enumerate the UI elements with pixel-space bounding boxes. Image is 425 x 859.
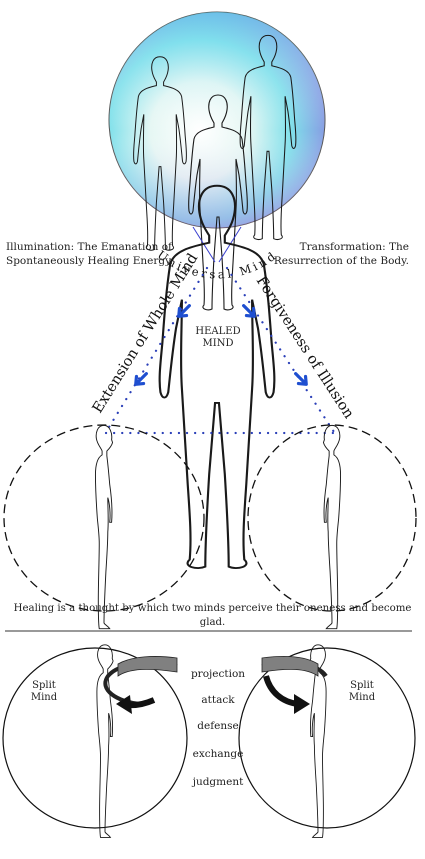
dashed-circle-right — [247, 424, 417, 630]
split-mind-right-label: Split Mind — [342, 680, 382, 704]
down-left-arrow-icon — [177, 304, 191, 318]
word-exchange: exchange — [192, 748, 244, 760]
word-attack: attack — [201, 694, 235, 706]
dotted-triangle — [104, 266, 336, 435]
dashed-circle-left — [3, 424, 205, 630]
energy-arrows — [134, 304, 308, 386]
down-left-arrow-icon — [134, 372, 148, 386]
caption-right-line-1: Transformation: The — [299, 241, 409, 253]
forgiveness-label: Forgiveness of Illusion — [253, 273, 357, 421]
word-judgment: judgment — [192, 776, 244, 788]
healed-figure — [158, 184, 276, 570]
healed-mind-line-1: HEALED — [195, 326, 241, 337]
caption-left-line-1: Illumination: The Emanation of — [6, 241, 172, 253]
universal-mind-sphere: Universal Mind — [108, 11, 326, 311]
split-right-line-1: Split — [350, 680, 374, 691]
curved-arrow-icon — [103, 656, 178, 714]
down-right-arrow-icon — [242, 304, 256, 318]
split-mind-right — [238, 644, 416, 838]
caption-right-line-2: Resurrection of the Body. — [273, 255, 409, 267]
profile-figure-right — [322, 424, 342, 630]
caption-right: Transformation: The Resurrection of the … — [274, 240, 409, 268]
healed-mind-line-2: MIND — [202, 338, 234, 349]
healed-mind-label: HEALED MIND — [190, 326, 246, 350]
caption-left-line-2: Spontaneously Healing Energy. — [6, 255, 173, 267]
extension-label: Extension of Whole Mind — [90, 251, 202, 416]
curved-arrow-icon — [261, 656, 328, 714]
split-left-line-2: Mind — [30, 692, 58, 703]
down-right-arrow-icon — [294, 372, 308, 386]
word-projection: projection — [190, 668, 246, 680]
word-defense: defense — [197, 720, 239, 732]
profile-figure-left — [94, 424, 114, 630]
split-mind-left — [2, 644, 188, 838]
split-mind-left-label: Split Mind — [24, 680, 64, 704]
healing-caption: Healing is a thought by which two minds … — [13, 603, 412, 628]
split-left-line-1: Split — [32, 680, 56, 691]
split-right-line-2: Mind — [348, 692, 376, 703]
caption-left: Illumination: The Emanation of Spontaneo… — [6, 240, 173, 268]
